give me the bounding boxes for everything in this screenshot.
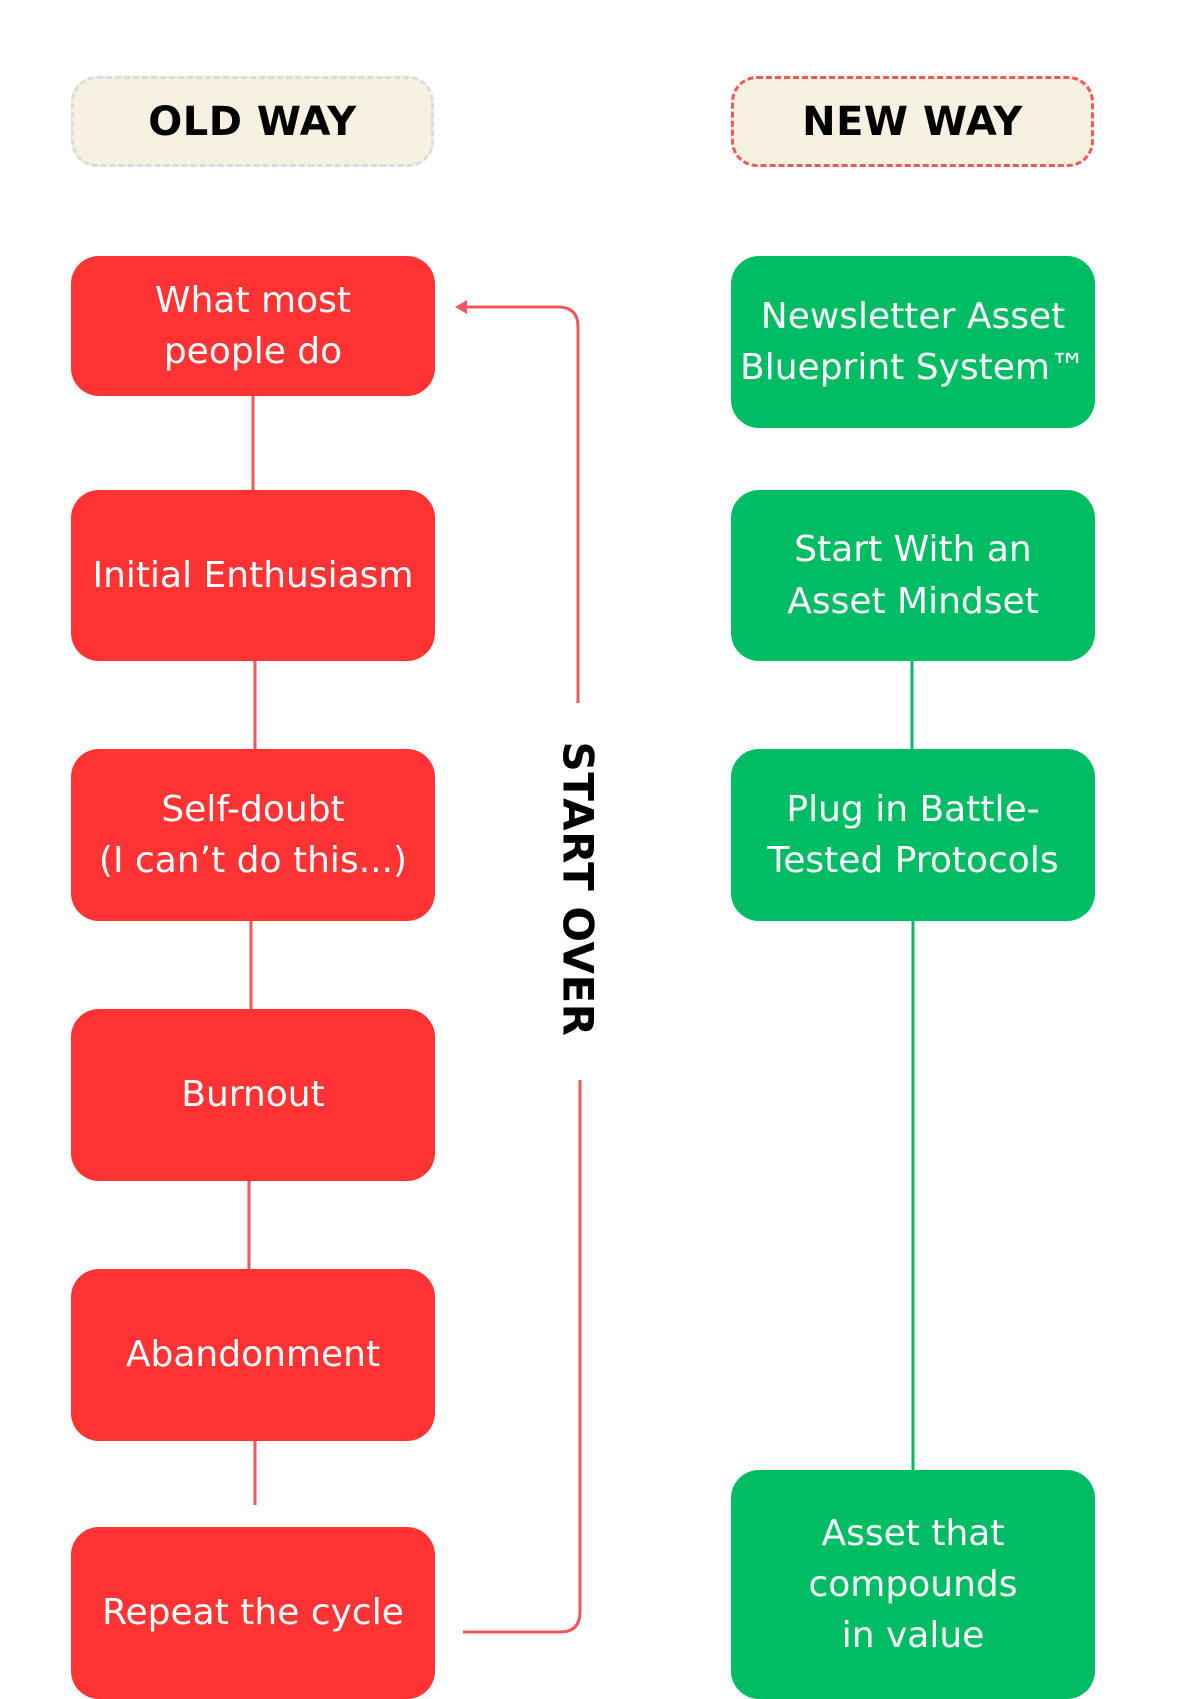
loop-arrow-bottom bbox=[463, 1080, 582, 1634]
old-step-repeat-the-cycle: Repeat the cycle bbox=[71, 1527, 435, 1699]
old-step-initial-enthusiasm: Initial Enthusiasm bbox=[71, 490, 435, 661]
new-step-blueprint-system: Newsletter Asset Blueprint System™ bbox=[731, 256, 1095, 428]
old-step-abandonment: Abandonment bbox=[71, 1269, 435, 1441]
old-step-self-doubt: Self-doubt (I can’t do this...) bbox=[71, 749, 435, 921]
old-step-burnout: Burnout bbox=[71, 1009, 435, 1181]
old-step-what-most-people-do: What most people do bbox=[71, 256, 435, 396]
new-step-asset-mindset: Start With an Asset Mindset bbox=[731, 490, 1095, 661]
old-way-header: OLD WAY bbox=[71, 76, 434, 167]
new-way-header: NEW WAY bbox=[731, 76, 1094, 167]
start-over-label: START OVER bbox=[553, 741, 603, 1037]
arrow-head-icon bbox=[455, 300, 467, 314]
new-step-battle-tested-protocols: Plug in Battle- Tested Protocols bbox=[731, 749, 1095, 921]
loop-arrow-top bbox=[466, 305, 580, 703]
new-step-compounding-asset: Asset that compounds in value bbox=[731, 1470, 1095, 1699]
